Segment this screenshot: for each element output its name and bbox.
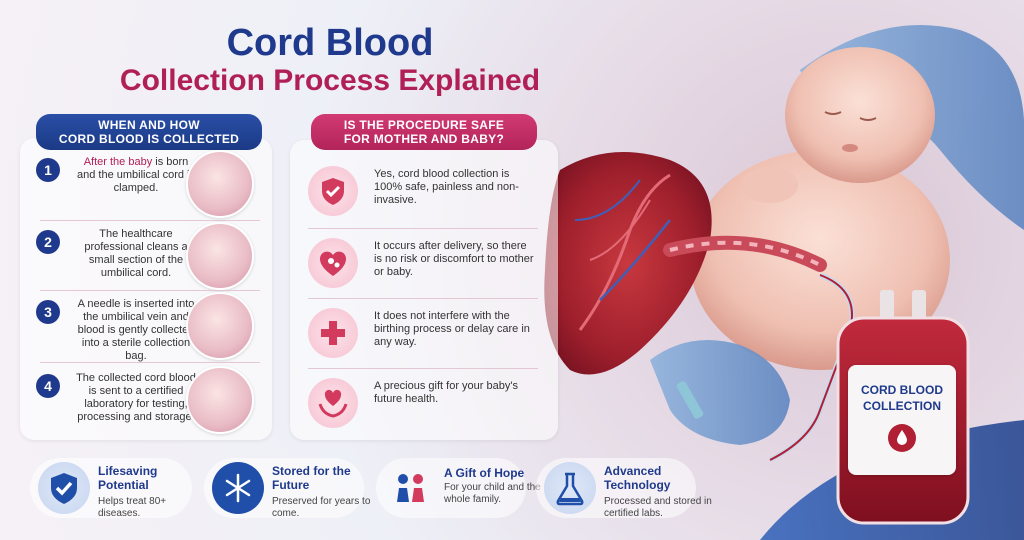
step-highlight: After the baby <box>83 156 153 168</box>
step-3: 3 A needle is inserted into the umbilica… <box>28 292 266 362</box>
step-number: 3 <box>36 300 60 324</box>
feature-title: A Gift of Hope <box>444 466 525 480</box>
blood-drop-icon <box>888 424 916 452</box>
left-panel-heading: WHEN AND HOW CORD BLOOD IS COLLECTED <box>36 114 262 150</box>
feature-advanced-tech: Advanced Technology Processed and stored… <box>536 458 712 519</box>
gloved-hand-bottom <box>650 340 790 445</box>
safety-text: It occurs after delivery, so there is no… <box>374 240 534 278</box>
step-1: 1 After the baby is born and the umbilic… <box>28 150 266 220</box>
step-2: 2 The healthcare professional cleans a s… <box>28 222 266 292</box>
needle-insertion-photo-icon <box>186 292 254 360</box>
placenta-shape <box>544 152 712 375</box>
safety-item-4: A precious gift for your baby's future h… <box>298 372 548 438</box>
heart-hands-icon <box>318 389 348 418</box>
needle-connector <box>676 381 704 419</box>
medical-cross-icon <box>321 321 345 345</box>
feature-lifesaving: Lifesaving Potential Helps treat 80+ dis… <box>30 458 192 519</box>
step-number: 4 <box>36 374 60 398</box>
step-divider <box>40 362 260 363</box>
safety-item-1: Yes, cord blood collection is 100% safe,… <box>298 160 548 226</box>
blood-bag-photo-icon <box>186 366 254 434</box>
step-text: A needle is inserted into the umbilical … <box>77 298 195 362</box>
safety-item-3: It does not interfere with the birthing … <box>298 302 548 368</box>
safety-divider <box>308 298 538 299</box>
step-divider <box>40 290 260 291</box>
feature-stored: Stored for the Future Preserved for year… <box>204 458 370 519</box>
safety-text: Yes, cord blood collection is 100% safe,… <box>374 168 519 206</box>
flask-icon <box>556 472 584 506</box>
feature-title: Stored for the Future <box>272 464 351 492</box>
step-number: 2 <box>36 230 60 254</box>
feature-gift-of-hope: A Gift of Hope For your child and the wh… <box>376 458 541 518</box>
step-body: is born and the umbilical cord is clampe… <box>76 156 195 194</box>
feature-title: Lifesaving Potential <box>98 464 158 492</box>
shield-check-icon <box>51 473 77 504</box>
step-text: The collected cord blood is sent to a ce… <box>76 372 196 423</box>
step-text: The healthcare professional cleans a sma… <box>84 228 188 279</box>
family-icon <box>397 474 424 502</box>
snowflake-icon <box>225 473 251 503</box>
page-title: Cord Blood <box>226 22 434 64</box>
safety-item-2: It occurs after delivery, so there is no… <box>298 232 548 298</box>
bag-label-line1: CORD BLOOD <box>861 383 943 397</box>
left-heading-line1: WHEN AND HOW <box>98 118 200 132</box>
step-divider <box>40 220 260 221</box>
feature-desc: Preserved for years to come. <box>272 496 371 519</box>
feature-title: Advanced Technology <box>604 464 671 492</box>
newborn-photo-icon <box>186 150 254 218</box>
baby-hand <box>742 167 798 203</box>
right-heading-line1: IS THE PROCEDURE SAFE <box>343 118 505 132</box>
safety-divider <box>308 228 538 229</box>
step-text: After the baby is born and the umbilical… <box>76 156 196 195</box>
page-subtitle: Collection Process Explained <box>119 64 541 97</box>
right-heading-line2: FOR MOTHER AND BABY? <box>343 132 505 146</box>
baby-head <box>785 47 935 183</box>
step-4: 4 The collected cord blood is sent to a … <box>28 366 266 436</box>
step-number: 1 <box>36 158 60 182</box>
right-panel-heading: IS THE PROCEDURE SAFE FOR MOTHER AND BAB… <box>311 114 537 150</box>
feature-desc: Helps treat 80+ diseases. <box>98 496 167 519</box>
bag-label: CORD BLOOD COLLECTION <box>848 365 956 475</box>
cord-cleaning-photo-icon <box>186 222 254 290</box>
bag-label-line2: COLLECTION <box>863 399 941 413</box>
shield-check-icon <box>322 178 344 205</box>
safety-text: A precious gift for your baby's future h… <box>374 380 518 405</box>
safety-text: It does not interfere with the birthing … <box>374 310 530 348</box>
feature-desc: Processed and stored in certified labs. <box>604 496 712 519</box>
feature-desc: For your child and the whole family. <box>444 482 541 505</box>
safety-divider <box>308 368 538 369</box>
left-heading-line2: CORD BLOOD IS COLLECTED <box>58 132 240 146</box>
heart-mother-baby-icon <box>319 251 347 276</box>
